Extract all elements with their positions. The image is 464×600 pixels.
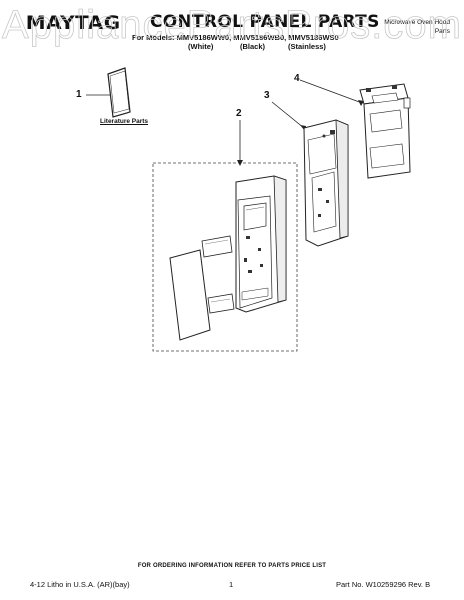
part-2-membrane-pad [169,249,211,341]
header-right-block: Microwave Oven Hood Parts [360,18,450,36]
page-title: CONTROL PANEL PARTS [150,12,380,32]
callout-4: 4 [294,73,300,84]
part-number: Part No. W10259296 Rev. B [336,580,431,589]
page-number: 1 [229,580,234,589]
variant-stainless: (Stainless) [288,42,326,51]
variant-black: (Black) [240,42,266,51]
literature-parts-label: Literature Parts [100,118,149,125]
header-section: Parts [434,28,450,35]
header-product-type: Microwave Oven Hood [384,19,450,26]
litho-info: 4-12 Litho in U.S.A. (AR)(bay) [30,580,130,589]
leader-line-4 [299,79,363,104]
part-2-control-panel [235,175,287,313]
leader-line-3 [271,101,305,129]
part-2-small-label [207,293,235,314]
part-2-group-box [152,162,298,352]
callout-2: 2 [236,108,242,119]
callout-3: 3 [264,90,270,101]
part-2-overlay-label [201,235,233,258]
part-1-literature [107,67,131,118]
part-4-bracket [359,83,411,179]
part-3-panel-chassis [303,119,349,247]
variant-white: (White) [188,42,214,51]
ordering-note: FOR ORDERING INFORMATION REFER TO PARTS … [137,563,327,569]
models-line: For Models: MMV5186WW0, MMV5186WB0, MMV5… [132,33,339,42]
callout-1: 1 [76,89,82,100]
brand-logo: MAYTAG [25,12,121,34]
